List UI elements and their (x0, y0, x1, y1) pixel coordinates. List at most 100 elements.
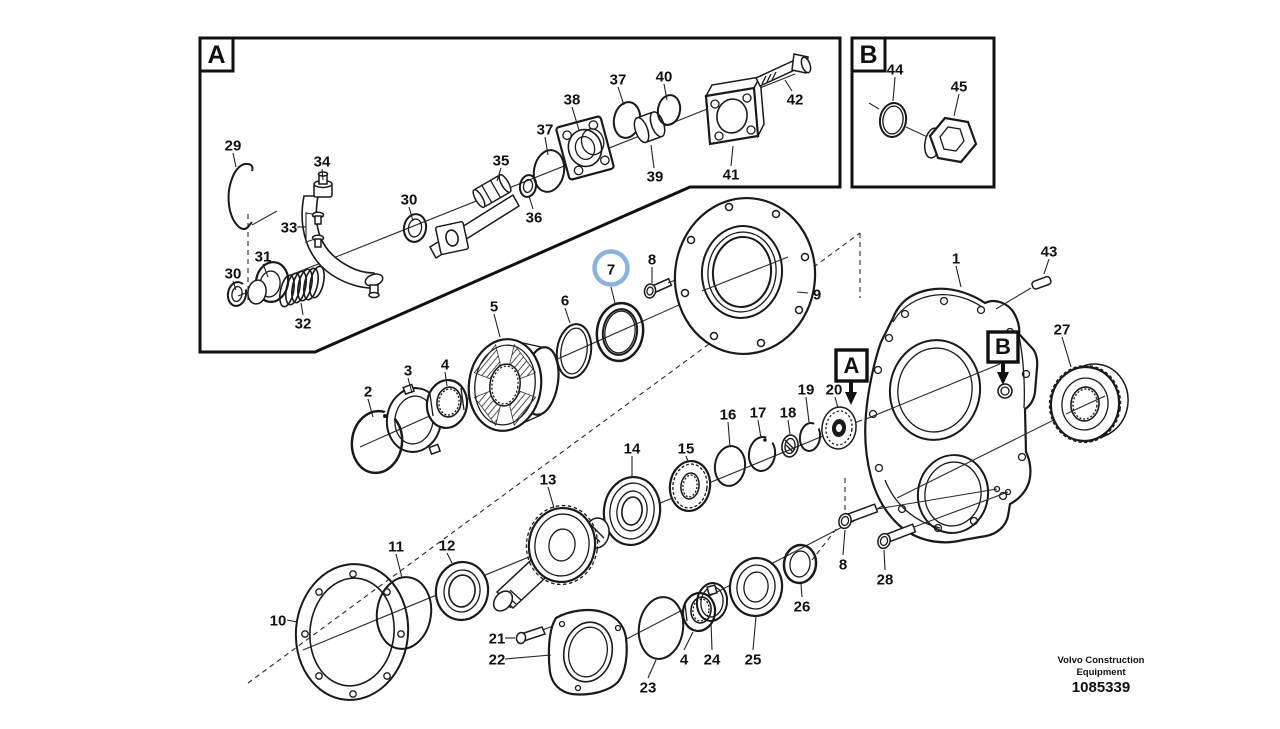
callout-43[interactable]: 43 (1041, 244, 1058, 275)
footer: Volvo Construction Equipment 1085339 (1058, 655, 1145, 696)
callout-number: 11 (388, 539, 404, 556)
callout-leader-line (232, 280, 237, 291)
callout-number: 43 (1041, 244, 1058, 261)
callout-25[interactable]: 25 (745, 615, 762, 669)
callout-number: 7 (607, 262, 615, 279)
callout-14[interactable]: 14 (624, 441, 641, 479)
callout-42[interactable]: 42 (784, 79, 803, 109)
callout-leader-line (796, 291, 809, 294)
callout-number: 12 (439, 538, 456, 555)
callout-21[interactable]: 21 (489, 631, 515, 648)
part-45-plug (923, 116, 978, 164)
main-assembly-parts (294, 196, 1129, 701)
callout-leader-line (446, 552, 453, 564)
callout-leader-line (787, 419, 791, 435)
callout-leader-line (752, 615, 757, 651)
callout-29[interactable]: 29 (225, 138, 242, 168)
detail-b-label: B (859, 41, 877, 69)
callout-number: 45 (951, 79, 968, 96)
callout-leader-line (650, 144, 655, 169)
callout-leader-line (757, 419, 762, 439)
callout-number: 8 (648, 252, 656, 269)
part-7-sealing-ring[interactable] (593, 300, 647, 364)
callout-leader-line (232, 152, 237, 168)
part-37-o-ring-left (532, 149, 566, 193)
callout-15[interactable]: 15 (678, 441, 695, 462)
callout-8a[interactable]: 8 (648, 252, 656, 284)
callout-number: 2 (364, 384, 372, 401)
callout-12[interactable]: 12 (439, 538, 456, 564)
callout-11[interactable]: 11 (388, 539, 404, 579)
callout-number: 13 (540, 472, 557, 489)
callout-9[interactable]: 9 (796, 287, 821, 304)
callout-28[interactable]: 28 (877, 549, 894, 589)
callout-leader-line (647, 659, 657, 679)
callout-number: 30 (225, 266, 242, 283)
callout-13[interactable]: 13 (540, 472, 557, 509)
part-30-ring-lower (226, 281, 248, 307)
callout-31[interactable]: 31 (255, 249, 272, 278)
callout-number: 15 (678, 441, 695, 458)
callout-number: 34 (314, 154, 331, 171)
callout-16[interactable]: 16 (720, 407, 737, 448)
callout-23[interactable]: 23 (640, 659, 657, 697)
detail-view-a-frame: A (198, 36, 842, 354)
callout-number: 26 (794, 599, 811, 616)
callout-19[interactable]: 19 (798, 382, 815, 423)
callout-number: 37 (610, 72, 627, 89)
callout-20[interactable]: 20 (826, 382, 843, 409)
callout-2[interactable]: 2 (364, 384, 374, 418)
shift-rail-and-block (429, 193, 520, 260)
callout-leader-line (571, 106, 580, 131)
callout-27[interactable]: 27 (1054, 322, 1072, 368)
callout-37a[interactable]: 37 (537, 122, 554, 156)
callout-41[interactable]: 41 (723, 145, 740, 184)
callout-6[interactable]: 6 (561, 293, 571, 324)
callout-24[interactable]: 24 (704, 621, 721, 669)
part-15-coupling (668, 459, 712, 513)
callout-34[interactable]: 34 (314, 154, 331, 181)
callout-35[interactable]: 35 (493, 153, 510, 182)
callout-7[interactable]: 7 (592, 249, 630, 304)
part-36-washer (518, 174, 538, 198)
callout-number: 3 (404, 363, 412, 380)
callout-44[interactable]: 44 (887, 62, 904, 102)
callout-26[interactable]: 26 (794, 583, 811, 616)
callout-17[interactable]: 17 (750, 405, 767, 439)
callout-1[interactable]: 1 (952, 251, 962, 288)
callout-10[interactable]: 10 (270, 613, 298, 630)
part-3-lock-washer (385, 383, 443, 456)
callout-leader-line (367, 398, 374, 418)
callout-leader-line (953, 93, 960, 117)
callout-32[interactable]: 32 (295, 302, 312, 333)
callout-3[interactable]: 3 (404, 363, 413, 394)
callout-number: 4 (441, 357, 450, 374)
callout-22[interactable]: 22 (489, 652, 552, 669)
selected-part-highlight-ring (592, 249, 630, 287)
callout-4b[interactable]: 4 (680, 631, 694, 669)
callout-number: 8 (839, 557, 847, 574)
detail-a-label: A (207, 41, 225, 69)
callout-18[interactable]: 18 (780, 405, 797, 435)
callout-37b[interactable]: 37 (610, 72, 627, 106)
callout-5[interactable]: 5 (490, 299, 501, 338)
callout-number: 31 (255, 249, 272, 266)
callout-39[interactable]: 39 (647, 144, 664, 186)
callout-4a[interactable]: 4 (441, 357, 450, 387)
callout-33[interactable]: 33 (281, 220, 306, 237)
part-43-pin (995, 275, 1052, 310)
callout-number: 23 (640, 680, 657, 697)
callout-number: 24 (704, 652, 721, 669)
callout-8b[interactable]: 8 (839, 529, 847, 574)
callout-30b[interactable]: 30 (225, 266, 242, 291)
callout-45[interactable]: 45 (951, 79, 968, 117)
part-35-spool (472, 173, 512, 209)
callout-leader-line (564, 307, 571, 324)
detail-a-border (198, 36, 842, 354)
part-34-shift-fork (301, 171, 384, 299)
callout-38[interactable]: 38 (564, 92, 581, 131)
callout-40[interactable]: 40 (656, 69, 673, 101)
callout-30a[interactable]: 30 (401, 192, 418, 222)
callout-36[interactable]: 36 (526, 195, 543, 227)
callout-number: 38 (564, 92, 581, 109)
